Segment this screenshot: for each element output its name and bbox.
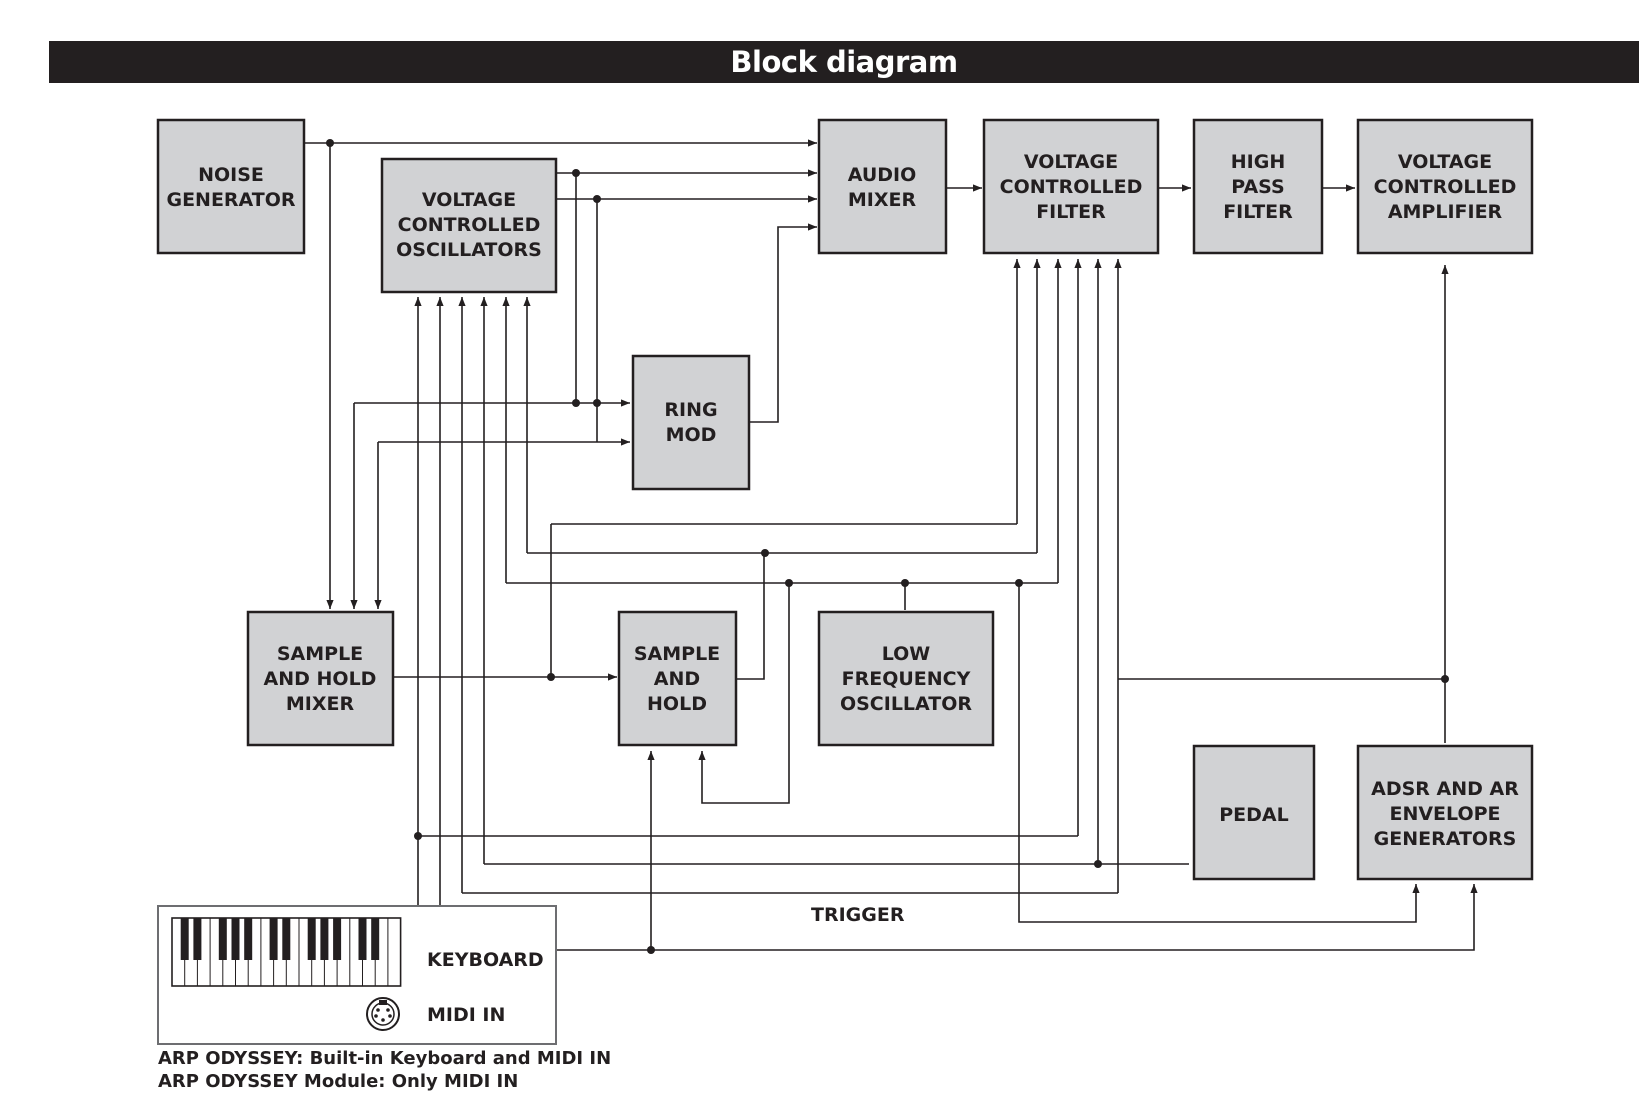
signal-connections [304,139,1478,951]
svg-text:GENERATORS: GENERATORS [1374,828,1517,850]
audio-mixer-block: AUDIO MIXER [817,118,948,255]
keyboard-label: KEYBOARD [427,949,544,971]
svg-text:FILTER: FILTER [1223,201,1293,223]
svg-text:HIGH: HIGH [1231,151,1285,173]
svg-text:AUDIO: AUDIO [848,164,917,186]
svg-text:PEDAL: PEDAL [1219,804,1289,826]
hpf-block: HIGH PASS FILTER [1192,118,1324,255]
svg-text:FILTER: FILTER [1036,201,1106,223]
svg-text:AND: AND [654,668,700,690]
pedal-block: PEDAL [1192,744,1316,881]
vcf-block: VOLTAGE CONTROLLED FILTER [982,118,1160,255]
sample-and-hold-block: SAMPLE AND HOLD [617,610,738,747]
svg-text:NOISE: NOISE [198,164,264,186]
svg-text:OSCILLATOR: OSCILLATOR [840,693,972,715]
junction-dots [326,139,1449,954]
svg-text:LOW: LOW [882,643,931,665]
svg-text:SAMPLE: SAMPLE [277,643,363,665]
svg-text:FREQUENCY: FREQUENCY [842,668,971,690]
svg-text:VOLTAGE: VOLTAGE [1398,151,1492,173]
svg-text:VOLTAGE: VOLTAGE [422,189,516,211]
svg-text:HOLD: HOLD [647,693,707,715]
svg-text:ENVELOPE: ENVELOPE [1389,803,1500,825]
svg-text:MIXER: MIXER [848,189,917,211]
sample-and-hold-mixer-block: SAMPLE AND HOLD MIXER [246,610,395,747]
svg-text:CONTROLLED: CONTROLLED [1374,176,1517,198]
header-bar: Block diagram [49,41,1639,83]
envelope-generators-block: ADSR AND AR ENVELOPE GENERATORS [1356,744,1534,881]
lfo-block: LOW FREQUENCY OSCILLATOR [817,610,995,747]
page-title: Block diagram [730,45,958,79]
svg-text:PASS: PASS [1231,176,1284,198]
svg-text:OSCILLATORS: OSCILLATORS [396,239,542,261]
midi-in-label: MIDI IN [427,1004,505,1026]
svg-text:CONTROLLED: CONTROLLED [398,214,541,236]
midi-connector-icon [366,997,400,1031]
svg-text:AND HOLD: AND HOLD [264,668,377,690]
svg-text:VOLTAGE: VOLTAGE [1024,151,1118,173]
svg-text:CONTROLLED: CONTROLLED [1000,176,1143,198]
trigger-label: TRIGGER [811,904,905,926]
svg-text:SAMPLE: SAMPLE [634,643,720,665]
svg-text:MIXER: MIXER [286,693,355,715]
svg-text:AMPLIFIER: AMPLIFIER [1388,201,1503,223]
svg-text:RING: RING [664,399,717,421]
keyboard-icon [171,917,402,987]
svg-text:MOD: MOD [666,424,717,446]
vca-block: VOLTAGE CONTROLLED AMPLIFIER [1356,118,1534,255]
keyboard-midi-box: KEYBOARD MIDI IN [157,905,557,1045]
footer-note-module: ARP ODYSSEY Module: Only MIDI IN [158,1071,519,1092]
svg-text:GENERATOR: GENERATOR [166,189,295,211]
noise-generator-block: NOISE GENERATOR [156,118,306,255]
svg-text:ADSR AND AR: ADSR AND AR [1371,778,1519,800]
vco-block: VOLTAGE CONTROLLED OSCILLATORS [380,157,558,294]
footer-note-keyboard: ARP ODYSSEY: Built-in Keyboard and MIDI … [158,1048,612,1069]
ring-mod-block: RING MOD [631,354,751,491]
